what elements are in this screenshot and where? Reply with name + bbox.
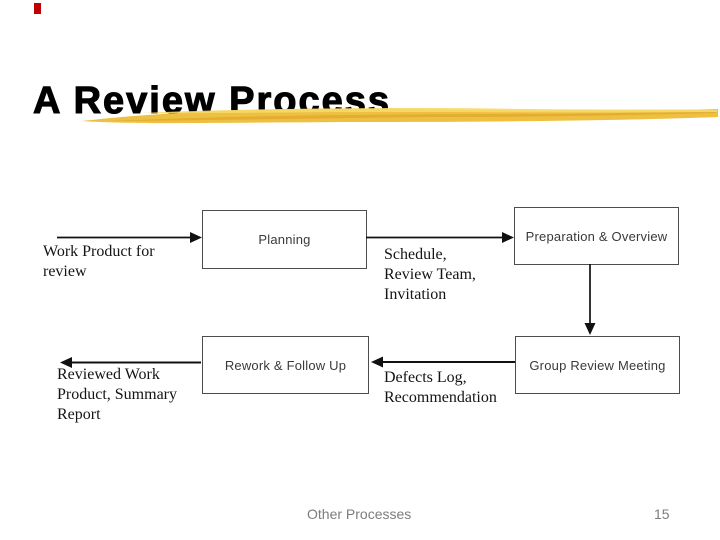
planning-box-label: Planning — [258, 232, 311, 247]
brush-stroke-highlight — [140, 108, 717, 114]
preparation-overview-box-label: Preparation & Overview — [525, 228, 668, 244]
arrow-group-review-to-rework — [371, 356, 515, 368]
footer-title: Other Processes — [307, 506, 412, 522]
brush-stroke-shadow — [110, 111, 716, 121]
brush-stroke-underline — [82, 108, 718, 124]
preparation-overview-box: Preparation & Overview — [514, 207, 679, 265]
arrow-preparation-to-group-review — [584, 264, 596, 335]
group-review-meeting-box-label: Group Review Meeting — [529, 357, 666, 373]
annotation-reviewed-output: Reviewed Work Product, Summary Report — [57, 366, 177, 423]
planning-box: Planning — [202, 210, 367, 269]
page-number: 15 — [654, 506, 670, 522]
group-review-meeting-box: Group Review Meeting — [515, 336, 680, 394]
annotation-defects-output: Defects Log, Recommendation — [384, 369, 497, 406]
rework-follow-up-box: Rework & Follow Up — [202, 336, 369, 394]
rework-follow-up-box-label: Rework & Follow Up — [224, 357, 347, 373]
arrow-planning-to-preparation — [366, 232, 514, 243]
annotation-schedule-output: Schedule, Review Team, Invitation — [384, 246, 476, 303]
annotation-work-product-input: Work Product for review — [43, 243, 155, 280]
slide-corner-marker — [34, 3, 41, 14]
